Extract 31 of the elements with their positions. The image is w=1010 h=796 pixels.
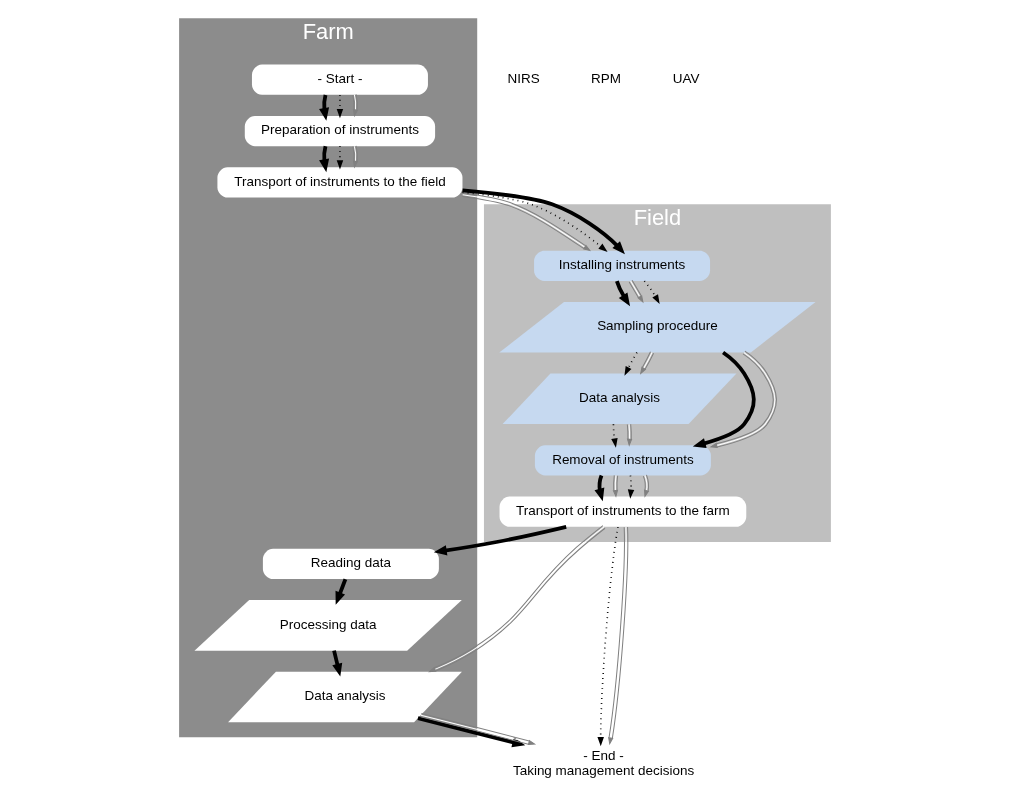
arrow <box>420 713 537 746</box>
node-box: Installing instruments <box>534 250 711 281</box>
arrow <box>597 526 619 747</box>
node-text: - End - Taking management decisions <box>512 747 695 779</box>
arrow <box>692 351 756 449</box>
arrow <box>336 94 344 119</box>
arrow <box>709 350 777 448</box>
node-box: Reading data <box>262 548 439 580</box>
arrow <box>642 474 650 498</box>
arrow <box>319 94 330 121</box>
node-box: Transport of instruments to the field <box>217 167 463 198</box>
arrow <box>628 279 644 304</box>
arrow <box>417 716 526 748</box>
arrow <box>643 280 660 305</box>
arrow <box>352 93 359 118</box>
arrow <box>612 474 619 498</box>
legend-label: UAV <box>672 70 700 86</box>
legend-label: NIRS <box>507 70 540 86</box>
node-box: - Start - <box>251 64 428 95</box>
arrow <box>336 145 344 170</box>
node-box: Removal of instruments <box>534 445 711 476</box>
node-box: Transport of instruments to the farm <box>499 496 747 527</box>
arrow <box>462 188 625 255</box>
arrow <box>433 525 567 556</box>
arrow <box>428 525 606 673</box>
arrow <box>626 423 633 447</box>
arrow <box>608 526 629 746</box>
arrow <box>352 145 359 169</box>
legend-label: RPM <box>591 70 622 86</box>
node-box: Preparation of instruments <box>244 115 436 147</box>
arrow <box>639 351 655 375</box>
